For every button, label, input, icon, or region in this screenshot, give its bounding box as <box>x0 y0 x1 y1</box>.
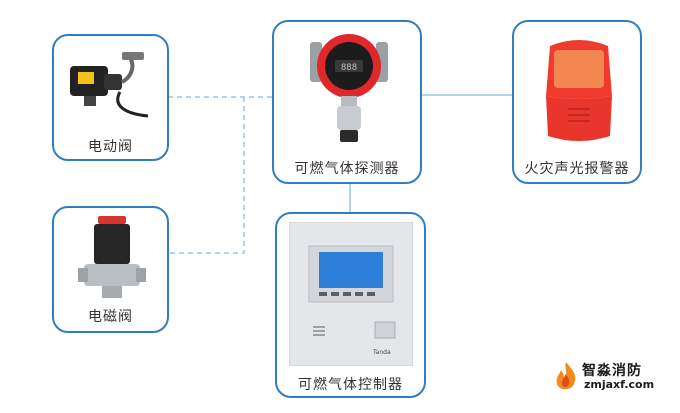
node-solenoid-valve: 电磁阀 <box>52 206 169 333</box>
gas-controller-panel-icon: Tanda <box>289 222 413 366</box>
svg-text:888: 888 <box>341 63 357 73</box>
edge-detector-solenoid-valve <box>169 97 245 254</box>
motor-valve-icon <box>70 52 149 118</box>
node-motor-valve: 电动阀 <box>52 34 169 161</box>
node-detector: 888 可燃气体探测器 <box>272 20 422 184</box>
sound-light-alarm-icon <box>546 40 612 141</box>
solenoid-valve-icon <box>78 216 146 298</box>
alarm-label: 火灾声光报警器 <box>524 161 630 177</box>
node-alarm: 火灾声光报警器 <box>512 20 642 184</box>
solenoid-valve-label: 电磁阀 <box>88 309 133 325</box>
detector-label: 可燃气体探测器 <box>294 161 400 177</box>
motor-valve-label: 电动阀 <box>88 139 133 155</box>
gas-detector-icon: 888 <box>310 34 388 142</box>
watermark-name: 智淼消防 <box>582 363 642 379</box>
controller-label: 可燃气体控制器 <box>298 377 403 393</box>
node-controller: Tanda 可燃气体控制器 <box>275 212 426 398</box>
watermark-url: zmjaxf.com <box>584 378 655 391</box>
flame-logo-icon <box>556 362 576 390</box>
controller-panel-brand: Tanda <box>372 349 391 356</box>
brand-watermark: 智淼消防 zmjaxf.com <box>552 360 672 400</box>
